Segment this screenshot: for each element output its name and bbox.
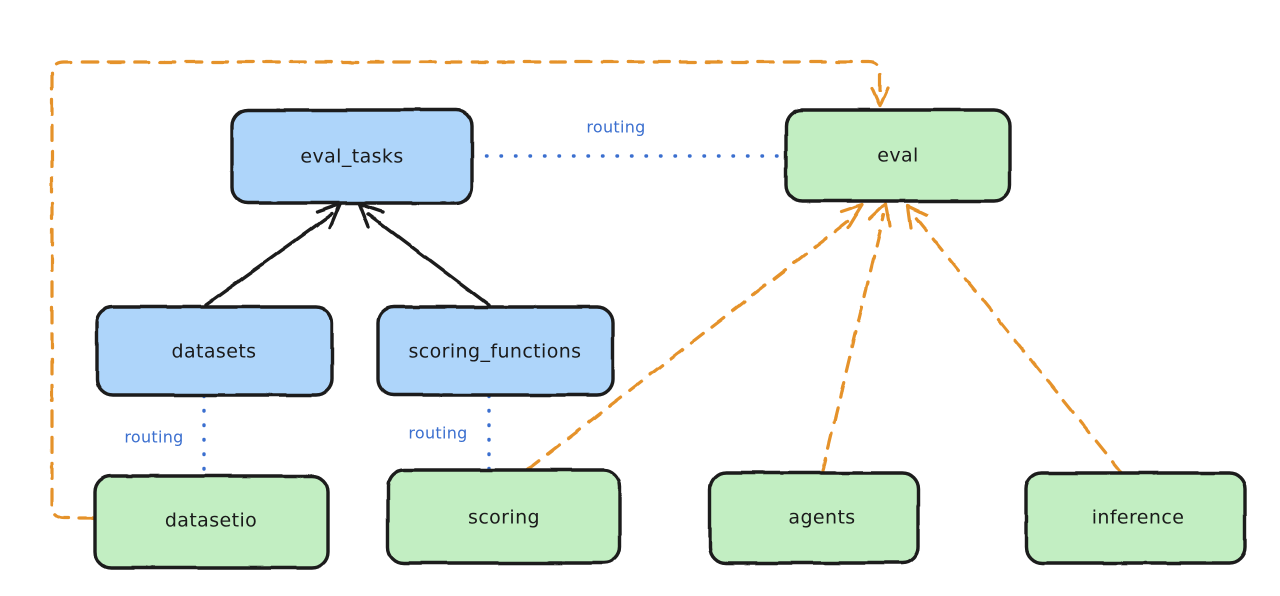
node-inference-shape bbox=[1024, 471, 1247, 565]
node-datasets[interactable]: datasets bbox=[95, 305, 334, 397]
node-eval_tasks-shape bbox=[230, 108, 474, 205]
edge-datasetio-to-eval bbox=[50, 60, 890, 520]
node-eval[interactable]: eval bbox=[784, 108, 1012, 203]
edge-inference-to-eval bbox=[906, 204, 1124, 475]
node-datasetio[interactable]: datasetio bbox=[93, 474, 330, 570]
edge-scoring-to-eval bbox=[525, 203, 864, 472]
node-scoring_functions-shape bbox=[376, 305, 615, 397]
node-agents-label: agents bbox=[788, 507, 855, 529]
edge-agents-to-eval bbox=[820, 202, 892, 475]
node-datasets-shape bbox=[95, 305, 334, 397]
node-eval_tasks[interactable]: eval_tasks bbox=[230, 108, 474, 205]
node-eval-label: eval bbox=[877, 145, 918, 167]
edge-label-routing-scoring-functions-scoring: routing bbox=[408, 424, 467, 443]
node-scoring_functions[interactable]: scoring_functions bbox=[376, 305, 615, 397]
node-inference[interactable]: inference bbox=[1024, 471, 1247, 565]
node-eval-shape bbox=[784, 108, 1012, 203]
node-scoring[interactable]: scoring bbox=[386, 468, 622, 565]
edge-label-routing-datasets-datasetio: routing bbox=[124, 428, 183, 447]
node-scoring-shape bbox=[386, 468, 622, 565]
edge-datasets-to-eval_tasks bbox=[204, 202, 342, 307]
node-datasetio-label: datasetio bbox=[165, 510, 257, 532]
node-agents-shape bbox=[708, 471, 920, 565]
edge-scoring_functions-to-eval_tasks bbox=[357, 202, 491, 307]
node-scoring_functions-label: scoring_functions bbox=[409, 341, 582, 363]
node-agents[interactable]: agents bbox=[708, 471, 920, 565]
node-datasetio-shape bbox=[93, 474, 330, 570]
node-datasets-label: datasets bbox=[172, 341, 257, 363]
node-inference-label: inference bbox=[1092, 507, 1185, 529]
node-eval_tasks-label: eval_tasks bbox=[300, 146, 403, 168]
edge-label-routing-eval-tasks-eval: routing bbox=[586, 118, 645, 137]
node-scoring-label: scoring bbox=[468, 507, 540, 529]
